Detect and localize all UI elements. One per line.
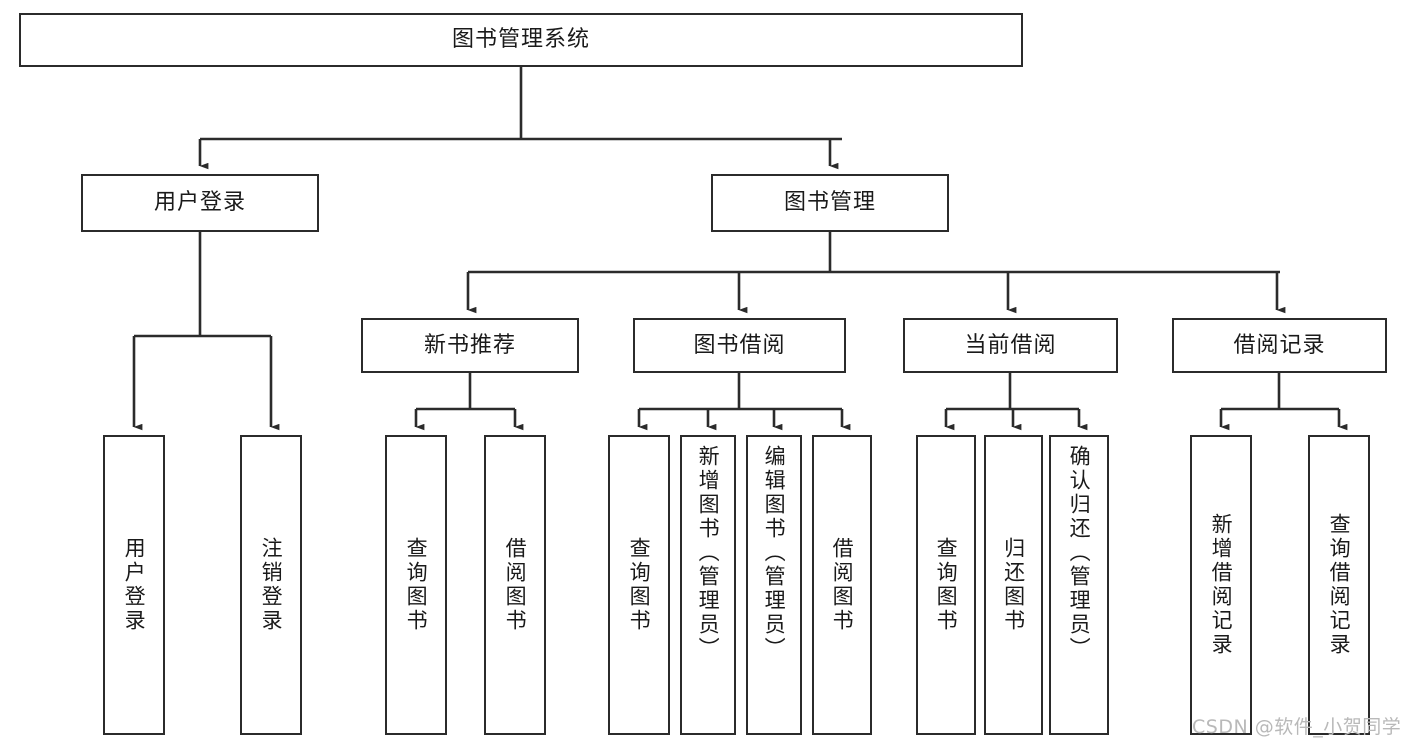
node-leaf-query-book-1-label: 查询图书 [404,537,429,633]
node-leaf-return-book[interactable]: 归还图书 [984,435,1043,735]
node-user-login[interactable]: 用户登录 [81,174,319,232]
node-leaf-confirm-return[interactable]: 确认归还（管理员） [1049,435,1109,735]
node-leaf-edit-book[interactable]: 编辑图书（管理员） [746,435,802,735]
node-book-management[interactable]: 图书管理 [711,174,949,232]
node-leaf-query-book-2-label: 查询图书 [627,537,652,633]
node-leaf-query-record-label: 查询借阅记录 [1327,513,1352,657]
node-leaf-query-book-2[interactable]: 查询图书 [608,435,670,735]
node-leaf-add-record-label: 新增借阅记录 [1209,513,1234,657]
node-user-login-label: 用户登录 [153,190,246,216]
node-leaf-query-record[interactable]: 查询借阅记录 [1308,435,1370,735]
node-borrow-record[interactable]: 借阅记录 [1172,318,1387,373]
node-leaf-query-book-1[interactable]: 查询图书 [385,435,447,735]
node-leaf-user-login-label: 用户登录 [122,537,147,633]
node-leaf-add-book-label: 新增图书（管理员） [696,445,721,661]
node-leaf-add-book[interactable]: 新增图书（管理员） [680,435,736,735]
node-book-management-label: 图书管理 [783,190,876,216]
node-leaf-borrow-book-1-label: 借阅图书 [503,537,528,633]
node-leaf-add-record[interactable]: 新增借阅记录 [1190,435,1252,735]
node-current-borrow-label: 当前借阅 [964,332,1057,358]
node-leaf-edit-book-label: 编辑图书（管理员） [762,445,787,661]
node-leaf-logout[interactable]: 注销登录 [240,435,302,735]
node-leaf-borrow-book-1[interactable]: 借阅图书 [484,435,546,735]
node-current-borrow[interactable]: 当前借阅 [903,318,1118,373]
node-leaf-confirm-return-label: 确认归还（管理员） [1067,445,1092,661]
node-leaf-query-book-3-label: 查询图书 [934,537,959,633]
node-borrow-record-label: 借阅记录 [1233,332,1326,358]
node-leaf-return-book-label: 归还图书 [1001,537,1026,633]
node-new-book-recommend[interactable]: 新书推荐 [361,318,579,373]
node-leaf-query-book-3[interactable]: 查询图书 [916,435,976,735]
node-leaf-borrow-book-2[interactable]: 借阅图书 [812,435,872,735]
node-leaf-user-login[interactable]: 用户登录 [103,435,165,735]
node-book-borrow-label: 图书借阅 [693,332,786,358]
node-root-label: 图书管理系统 [451,27,590,53]
node-root[interactable]: 图书管理系统 [19,13,1023,67]
node-leaf-borrow-book-2-label: 借阅图书 [830,537,855,633]
watermark-csdn: CSDN @软件_小贺同学 [1192,716,1402,738]
node-leaf-logout-label: 注销登录 [259,537,284,633]
node-book-borrow[interactable]: 图书借阅 [633,318,846,373]
node-new-book-recommend-label: 新书推荐 [423,332,516,358]
